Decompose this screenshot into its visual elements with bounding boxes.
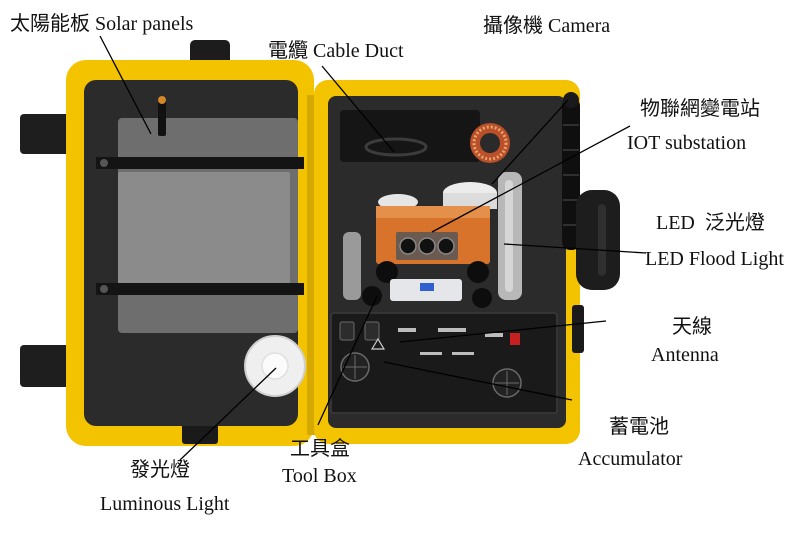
label-led-flood-light-zh: LED 泛光燈 xyxy=(656,211,765,234)
label-iot-substation-zh: 物聯網變電站 xyxy=(640,97,760,120)
solar-panel-clip-dot xyxy=(158,96,166,104)
panel-socket xyxy=(339,321,355,341)
label-antenna-zh: 天線 xyxy=(672,315,712,338)
panel-label-patch-1 xyxy=(398,328,416,332)
cable-coil xyxy=(364,137,428,157)
label-accumulator-en: Accumulator xyxy=(578,448,683,470)
panel-socket-2 xyxy=(364,321,380,341)
label-luminous-light-zh: 發光燈 xyxy=(130,458,190,481)
leader-line-cable-duct xyxy=(321,65,395,153)
solar-panel-strap-lower xyxy=(96,283,304,295)
leader-line-luminous-light xyxy=(179,367,277,461)
antenna-segments xyxy=(563,124,579,226)
iot-connector-3 xyxy=(437,237,455,255)
solar-panel-inner-sheet xyxy=(118,172,290,284)
panel-warning-triangle xyxy=(370,337,386,350)
right-case-side-latch xyxy=(572,305,584,353)
leader-line-iot-substation xyxy=(431,125,631,233)
right-case-handle-grip xyxy=(598,204,606,276)
strap-bolt-upper xyxy=(100,159,108,167)
left-gray-fixture xyxy=(343,232,361,300)
label-cable-duct: 電纜 Cable Duct xyxy=(268,39,404,62)
cable-duct xyxy=(340,110,480,162)
leader-line-accumulator xyxy=(383,361,573,401)
label-antenna-en: Antenna xyxy=(651,344,719,366)
case-photo xyxy=(20,40,620,446)
iot-substation-top xyxy=(376,206,490,218)
solar-panel-strap-upper xyxy=(96,157,304,169)
label-accumulator-zh: 蓄電池 xyxy=(609,415,669,438)
leader-line-led-flood-light xyxy=(503,243,647,254)
panel-label-patch-5 xyxy=(452,352,474,355)
foam-hole-4 xyxy=(472,288,492,308)
leader-lines xyxy=(99,35,647,461)
leader-line-antenna xyxy=(399,320,607,343)
antenna xyxy=(562,98,580,250)
label-luminous-light-en: Luminous Light xyxy=(100,493,230,515)
label-camera: 攝像機 Camera xyxy=(483,14,610,37)
panel-red-switch xyxy=(510,333,520,345)
foam-hole-3 xyxy=(362,286,382,306)
camera-led-ring xyxy=(472,125,508,161)
leader-line-solar-panels xyxy=(99,35,152,135)
left-lid-latch-top xyxy=(20,114,74,154)
leader-line-tool-box xyxy=(317,295,378,426)
panel-fan-right-grille xyxy=(495,371,519,395)
label-led-flood-light-en: LED Flood Light xyxy=(645,248,784,270)
labels: 太陽能板 Solar panels 電纜 Cable Duct 攝像機 Came… xyxy=(10,12,784,515)
tool-box-display xyxy=(420,283,434,291)
label-iot-substation-en: IOT substation xyxy=(627,132,746,154)
left-lid-latch-bottom xyxy=(20,345,74,387)
label-solar-panels: 太陽能板 Solar panels xyxy=(10,12,194,35)
leader-line-camera xyxy=(491,99,569,185)
solar-panel-clip xyxy=(158,98,166,136)
panel-label-patch-3 xyxy=(485,333,503,337)
panel-label-patch-2 xyxy=(438,328,466,332)
iot-connector-2 xyxy=(418,237,436,255)
foam-hole-2 xyxy=(467,261,489,283)
camera-lens xyxy=(480,133,500,153)
panel-label-patch-4 xyxy=(420,352,442,355)
foam-hole-1 xyxy=(376,261,398,283)
led-flood-light-stripe xyxy=(505,180,513,292)
label-tool-box-en: Tool Box xyxy=(282,465,357,487)
panel-fan-left-grille xyxy=(343,355,367,379)
iot-connector-1 xyxy=(399,237,417,255)
strap-bolt-lower xyxy=(100,285,108,293)
luminous-light-lens xyxy=(261,352,289,380)
antenna-tip xyxy=(563,92,579,108)
label-tool-box-zh: 工具盒 xyxy=(290,437,350,460)
